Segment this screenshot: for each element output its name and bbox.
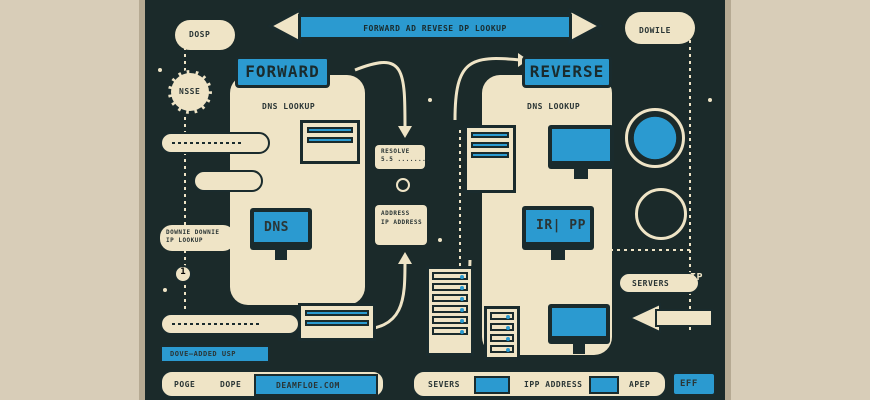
corner-tag: EFF: [672, 372, 716, 396]
banner-band: FORWARD AD REVESE DP LOOKUP: [298, 14, 572, 40]
nsse-label: NSSE: [179, 87, 201, 96]
left-margin: [0, 0, 145, 400]
right-monitor-2: [548, 304, 610, 354]
right-monitor-1: [548, 125, 614, 179]
corner-label: EFF: [680, 379, 698, 389]
globe-icon-2: [635, 188, 687, 240]
center-rack: [426, 266, 474, 356]
example-field: DEAMFLOE.COM: [254, 374, 378, 396]
example-label: DEAMFLOE.COM: [276, 381, 340, 390]
dash: [172, 323, 262, 325]
dns-monitor: DNS: [250, 208, 312, 260]
right-margin: [725, 0, 870, 400]
domain-note: DOWNIE DOWNIE IP LOOKUP: [160, 225, 235, 251]
servers-pill-label: SERVERS: [632, 279, 670, 288]
reverse-subtitle: DNS LOOKUP: [527, 102, 581, 111]
forward-title: FORWARD: [235, 56, 330, 88]
center-rack-2: [484, 306, 520, 360]
dove-bar-label: DOVE—ADDED USP: [170, 350, 237, 358]
cloud-left-label: DOSP: [189, 30, 211, 39]
play-box: [474, 376, 510, 394]
cloud-right-label: DOWILE: [639, 26, 671, 35]
dns-label: DNS: [264, 220, 289, 235]
cloud-right: DOWILE: [625, 12, 695, 44]
irpp-label: IR| PP: [536, 218, 586, 233]
resolve-text: RESOLVE 5.5 ........: [381, 148, 431, 163]
dope-label: DOPE: [220, 380, 242, 389]
step-number: 1: [174, 265, 192, 283]
cloud-left: DOSP: [175, 20, 235, 50]
left-input-2: [193, 170, 263, 192]
apep-label: APEP: [629, 380, 651, 389]
ipp-label: IPP ADDRESS: [524, 380, 583, 389]
servers-label: SEVERS: [428, 380, 460, 389]
nsse-badge: NSSE: [168, 70, 212, 114]
bottom-bar-right: SEVERS IPP ADDRESS APEP: [412, 370, 667, 398]
back-box: [589, 376, 619, 394]
dash: [172, 142, 242, 144]
page-label: POGE: [174, 380, 196, 389]
left-server: [300, 120, 360, 164]
forward-subtitle: DNS LOOKUP: [262, 102, 316, 111]
address-note: ADDRESS IP ADDRESS: [375, 205, 427, 245]
right-server: [464, 125, 516, 193]
dot-icon: [396, 178, 410, 192]
bottom-bar-left: POGE DOPE DEAMFLOE.COM: [160, 370, 385, 398]
reverse-title: REVERSE: [522, 56, 612, 88]
left-server-2: [298, 303, 376, 341]
domain-note-text: DOWNIE DOWNIE IP LOOKUP: [166, 229, 220, 244]
address-text: ADDRESS IP ADDRESS: [381, 210, 423, 226]
ip-label: IP: [690, 272, 704, 283]
irpp-monitor: IR| PP: [522, 206, 594, 260]
globe-icon: [625, 108, 685, 168]
servers-pill: SERVERS: [618, 272, 700, 294]
dove-bar: DOVE—ADDED USP: [160, 345, 270, 363]
banner-title: FORWARD AD REVESE DP LOOKUP: [363, 24, 507, 33]
resolve-note: RESOLVE 5.5 ........: [375, 145, 430, 169]
